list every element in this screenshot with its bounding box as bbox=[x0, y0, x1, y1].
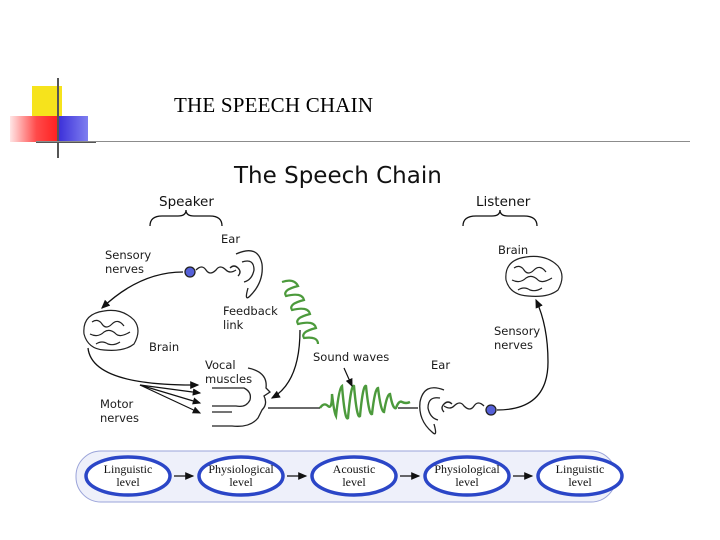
listener-brain-label: Brain bbox=[498, 243, 528, 257]
listener-sensory-label-2: nerves bbox=[494, 338, 533, 352]
levels-row: LinguisticlevelPhysiologicallevelAcousti… bbox=[84, 455, 624, 497]
level-ellipse bbox=[536, 455, 624, 497]
listener-bracket bbox=[462, 209, 538, 227]
red-accent-square bbox=[10, 116, 58, 142]
blue-accent-square bbox=[58, 116, 88, 142]
level-word: level bbox=[116, 475, 140, 489]
level-word: level bbox=[455, 475, 479, 489]
accent-horizontal-line bbox=[36, 141, 96, 143]
accent-vertical-line bbox=[57, 78, 59, 158]
vocal-label-2: muscles bbox=[205, 372, 252, 386]
vocal-label-1: Vocal bbox=[205, 358, 236, 372]
motor-label-1: Motor bbox=[100, 397, 134, 411]
listener-sensory-label-1: Sensory bbox=[494, 324, 540, 338]
motor-nerve-arrow-2 bbox=[139, 384, 202, 405]
level-word: level bbox=[568, 475, 592, 489]
sound-waves-label: Sound waves bbox=[313, 350, 389, 364]
speaker-brain-label: Brain bbox=[149, 340, 179, 354]
listener-ear-icon bbox=[419, 387, 497, 435]
feedback-label-2: link bbox=[223, 318, 244, 332]
level-word: level bbox=[342, 475, 366, 489]
sound-waves-pointer bbox=[343, 367, 353, 388]
feedback-label-1: Feedback bbox=[223, 304, 278, 318]
speaker-sensory-label-1: Sensory bbox=[105, 248, 151, 262]
level-ellipse bbox=[84, 455, 172, 497]
level-ellipse bbox=[197, 455, 285, 497]
level-name: Acoustic bbox=[333, 462, 376, 476]
listener-ear-label: Ear bbox=[431, 358, 450, 372]
level-name: Physiological bbox=[208, 462, 274, 476]
sound-waves bbox=[319, 383, 411, 421]
title-divider bbox=[36, 141, 690, 142]
speaker-label: Speaker bbox=[159, 194, 214, 210]
speaker-sensory-arrow bbox=[101, 271, 184, 309]
listener-brain-icon bbox=[505, 255, 563, 297]
listener-label: Listener bbox=[476, 194, 531, 210]
feedback-arrow bbox=[270, 329, 301, 399]
motor-arc-arrow bbox=[87, 347, 200, 389]
listener-sensory-arrow bbox=[496, 298, 549, 411]
level-ellipse bbox=[310, 455, 398, 497]
speaker-ear-icon bbox=[184, 250, 263, 299]
feedback-wave bbox=[281, 279, 320, 345]
level-name: Physiological bbox=[434, 462, 500, 476]
slide-title: THE SPEECH CHAIN bbox=[174, 93, 374, 117]
speaker-sensory-label-2: nerves bbox=[105, 262, 144, 276]
speaker-brain-icon bbox=[83, 309, 139, 351]
motor-label-2: nerves bbox=[100, 411, 139, 425]
speaker-ear-label: Ear bbox=[221, 232, 240, 246]
level-name: Linguistic bbox=[556, 462, 605, 476]
level-name: Linguistic bbox=[104, 462, 153, 476]
level-ellipse bbox=[423, 455, 511, 497]
speaker-bracket bbox=[149, 209, 223, 227]
diagram-title: The Speech Chain bbox=[233, 163, 442, 189]
vocal-tract-icon bbox=[212, 367, 272, 427]
level-word: level bbox=[229, 475, 253, 489]
motor-nerve-arrow-1 bbox=[139, 384, 202, 396]
motor-nerve-arrow-3 bbox=[139, 384, 202, 414]
